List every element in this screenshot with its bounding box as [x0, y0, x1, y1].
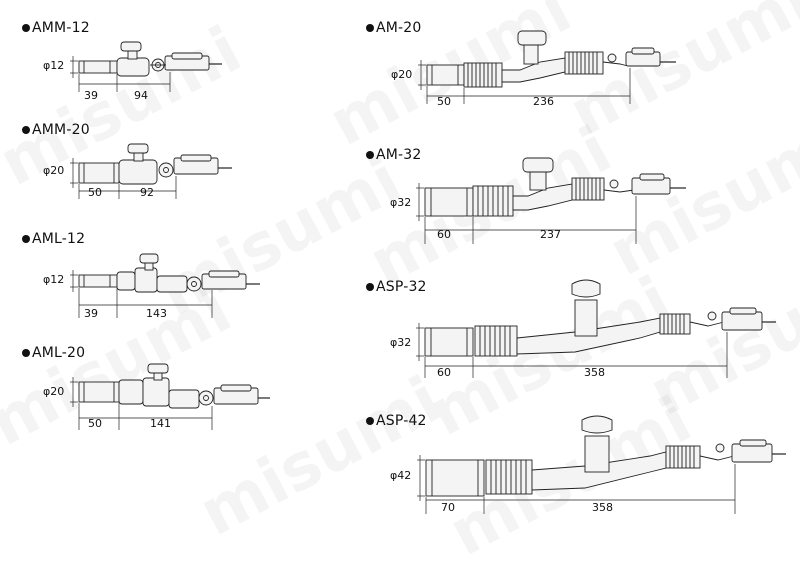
stand-drawing-aml-20: [78, 363, 270, 409]
dim-a-label: 50: [88, 186, 102, 199]
dim-b-label: 143: [146, 307, 167, 320]
bullet-icon: [22, 349, 30, 357]
model-name: AM-20: [376, 20, 422, 36]
dim-b-label: 92: [140, 186, 154, 199]
model-name: ASP-42: [376, 413, 427, 429]
bullet-icon: [366, 24, 374, 32]
bullet-icon: [366, 417, 374, 425]
dim-a-label: 39: [84, 89, 98, 102]
bullet-icon: [22, 235, 30, 243]
model-name: AMM-20: [32, 122, 90, 138]
bullet-icon: [366, 283, 374, 291]
stand-drawing-amm-12: [78, 41, 222, 77]
dim-a-label: 50: [88, 417, 102, 430]
stand-drawing-aml-12: [78, 253, 260, 293]
model-title: ASP-42: [366, 413, 427, 429]
dim-a-label: 60: [437, 366, 451, 379]
model-title: AMM-12: [22, 20, 90, 36]
diameter-label: φ20: [43, 164, 65, 177]
model-name: AML-20: [32, 345, 86, 361]
bullet-icon: [22, 126, 30, 134]
dim-a-label: 70: [441, 501, 455, 514]
diameter-label: φ12: [43, 273, 65, 286]
dim-b-label: 236: [533, 95, 554, 108]
model-title: AM-20: [366, 20, 422, 36]
drawings: [70, 30, 786, 514]
diameter-label: φ32: [390, 336, 412, 349]
stand-drawing-asp-32: [424, 279, 776, 357]
dim-b-label: 237: [540, 228, 561, 241]
model-title: AML-12: [22, 231, 85, 247]
dim-a-label: 39: [84, 307, 98, 320]
model-name: AMM-12: [32, 20, 90, 36]
diameter-label: φ20: [391, 68, 413, 81]
diameter-label: φ32: [390, 196, 412, 209]
model-name: ASP-32: [376, 279, 427, 295]
diameter-label: φ20: [43, 385, 65, 398]
stand-drawing-am-20: [426, 30, 676, 88]
model-name: AML-12: [32, 231, 86, 247]
stand-drawing-am-32: [424, 157, 686, 217]
model-title: ASP-32: [366, 279, 427, 295]
model-name: AM-32: [376, 147, 422, 163]
model-title: AML-20: [22, 345, 85, 361]
dim-b-label: 358: [584, 366, 605, 379]
dim-b-label: 141: [150, 417, 171, 430]
bullet-icon: [22, 24, 30, 32]
dim-a-label: 60: [437, 228, 451, 241]
dim-a-label: 50: [437, 95, 451, 108]
stand-drawing-asp-42: [425, 415, 786, 497]
dim-b-label: 358: [592, 501, 613, 514]
dim-b-label: 94: [134, 89, 148, 102]
bullet-icon: [366, 151, 374, 159]
model-title: AMM-20: [22, 122, 90, 138]
stand-drawing-amm-20: [78, 143, 232, 185]
model-title: AM-32: [366, 147, 422, 163]
diameter-label: φ12: [43, 59, 65, 72]
diameter-label: φ42: [390, 469, 412, 482]
